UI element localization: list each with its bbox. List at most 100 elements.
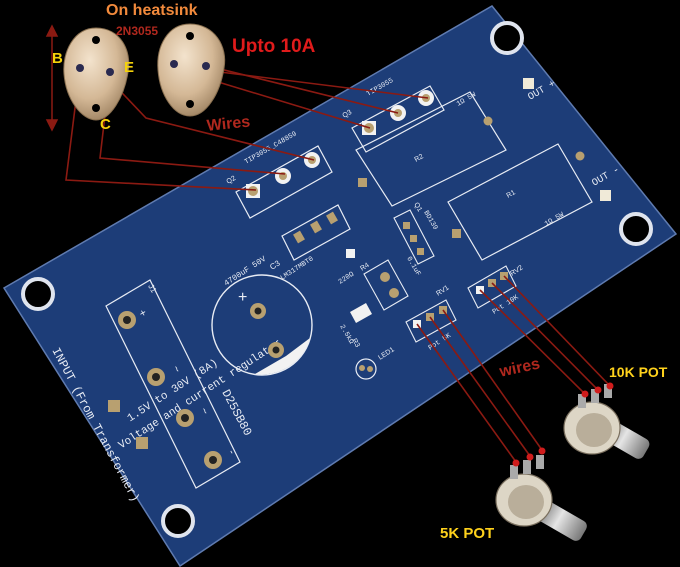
input-pad-2-hole <box>152 373 160 381</box>
transistor-part-label: 2N3055 <box>116 24 159 38</box>
pot-5k-label: 5K POT <box>440 525 495 542</box>
capacitor-pad-positive-hole <box>254 307 262 315</box>
pin-b-label: B <box>52 50 63 67</box>
pot-body-inner <box>508 485 544 519</box>
r1-outline <box>447 143 593 261</box>
q2-outline <box>235 145 333 219</box>
size-arrow <box>45 24 59 132</box>
mounting-holes <box>21 21 653 538</box>
mounting-hole <box>619 212 653 246</box>
pot-body-inner <box>576 413 612 447</box>
to3-case <box>157 23 226 117</box>
input-pad-3-hole <box>181 414 189 422</box>
pot-terminal-tip <box>512 459 520 467</box>
mounting-hole <box>490 21 524 55</box>
wire-right-3 <box>203 69 429 99</box>
size-arrow-head-bottom <box>45 119 59 132</box>
regulator-outline <box>281 204 351 261</box>
capacitor-plus: + <box>238 289 247 306</box>
pot-terminal <box>510 465 518 479</box>
to3-mount-hole <box>186 32 194 40</box>
q1-ref: Q1 <box>412 202 423 214</box>
out-minus-pad <box>600 190 611 201</box>
r4-ref: R4 <box>359 262 370 273</box>
c1-pad <box>389 288 399 298</box>
input-square-pad <box>136 437 148 449</box>
current-rating-label: Upto 10A <box>232 36 316 57</box>
q3-outline <box>351 85 445 153</box>
to3-pin <box>202 62 210 70</box>
r2-pad-square <box>358 178 367 187</box>
r2-ref: R2 <box>414 153 425 164</box>
pot-terminal <box>536 455 544 469</box>
to3-pin-e <box>106 68 114 76</box>
r4-pad <box>346 249 355 258</box>
pot-terminal <box>578 394 586 408</box>
wire-pot10k-2 <box>491 282 599 391</box>
input-tilde-label-1: ~ <box>169 364 183 376</box>
q1-outline <box>393 209 435 265</box>
input-pad-1-hole <box>123 316 131 324</box>
led-pad <box>367 366 373 372</box>
pot-10k-component <box>563 382 650 459</box>
to3-pin <box>170 60 178 68</box>
to3-mount-hole <box>92 104 100 112</box>
c1-pad <box>380 272 390 282</box>
input-pad-4-hole <box>209 456 217 464</box>
pot-terminal-tip <box>606 382 614 390</box>
pot-5k-component <box>495 447 587 541</box>
transistor-2n3055-left <box>63 27 130 121</box>
wire-pot10k-1 <box>479 289 586 395</box>
q1-pad <box>410 235 417 242</box>
q2-pad <box>248 186 258 196</box>
r1-ref: R1 <box>506 189 517 200</box>
wire-pot10k-3 <box>503 275 611 387</box>
r2-pad <box>483 116 493 126</box>
r3-outline <box>350 303 372 323</box>
q1-pad <box>417 248 424 255</box>
regulator-pad <box>310 220 322 234</box>
c1-outline <box>363 259 409 311</box>
r2-outline <box>355 91 507 207</box>
pot-terminal <box>604 384 612 398</box>
wires-pots <box>416 275 611 463</box>
r1-pad-square <box>452 229 461 238</box>
regulator-pad <box>293 230 305 244</box>
pot-terminal-tip <box>538 447 546 455</box>
q1-pad <box>403 222 410 229</box>
out-plus-pad <box>523 78 534 89</box>
pot-terminal-tip <box>581 390 589 398</box>
transistor-2n3055-right <box>157 23 226 117</box>
q2-ref: Q2 <box>226 175 238 186</box>
wire-pot5k-3 <box>442 309 543 451</box>
regulator-pad <box>326 211 338 225</box>
input-minus-label: - <box>225 448 237 457</box>
pot-terminal-tip <box>526 453 534 461</box>
r1-pad <box>575 151 585 161</box>
on-heatsink-label: On heatsink <box>106 2 198 19</box>
input-tilde-label-2: ~ <box>197 406 211 418</box>
pin-c-label: C <box>100 116 111 133</box>
led-pad <box>359 365 365 371</box>
input-square-pad <box>108 400 120 412</box>
pcb-board <box>2 5 678 567</box>
mounting-hole <box>161 504 195 538</box>
pin-e-label: E <box>124 59 135 76</box>
pot-terminal <box>591 389 599 403</box>
mounting-hole <box>21 277 55 311</box>
to3-mount-hole <box>186 100 194 108</box>
rv1-outline <box>405 299 457 343</box>
rv2-outline <box>467 265 517 309</box>
input-plus-label: + <box>135 308 149 320</box>
size-arrow-head-top <box>45 24 59 37</box>
r3-ref: R3 <box>350 338 361 349</box>
q3-ref: Q3 <box>342 109 354 120</box>
led-outline <box>355 358 377 380</box>
wire-pot5k-2 <box>429 316 531 457</box>
pot-10k-label: 10K POT <box>609 364 668 380</box>
capacitor-negative-band <box>255 338 310 375</box>
capacitor-outline <box>211 274 313 376</box>
pot-terminal-tip <box>594 386 602 394</box>
pot-terminal <box>523 460 531 474</box>
